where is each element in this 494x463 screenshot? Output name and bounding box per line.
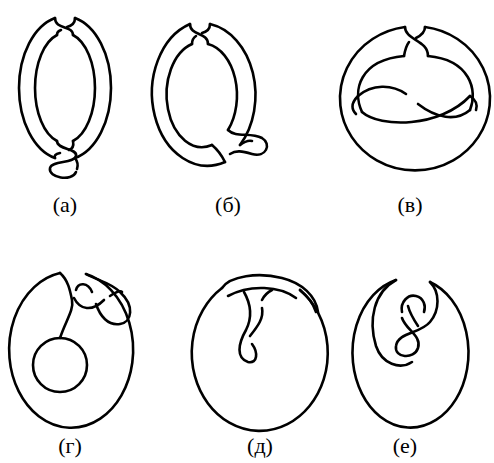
knot-g bbox=[9, 273, 133, 428]
knot-b bbox=[152, 24, 267, 166]
figure-label: (д) bbox=[245, 435, 275, 457]
figure-label: (в) bbox=[395, 194, 424, 216]
figure-label: (б) bbox=[213, 194, 243, 216]
figure-label: (г) bbox=[56, 435, 84, 457]
figure-label: (е) bbox=[391, 435, 419, 457]
knot-v bbox=[340, 27, 490, 170]
knot-e bbox=[352, 280, 468, 428]
knot-a bbox=[19, 18, 111, 178]
figure-label: (а) bbox=[51, 194, 79, 216]
knot-d bbox=[192, 275, 328, 431]
